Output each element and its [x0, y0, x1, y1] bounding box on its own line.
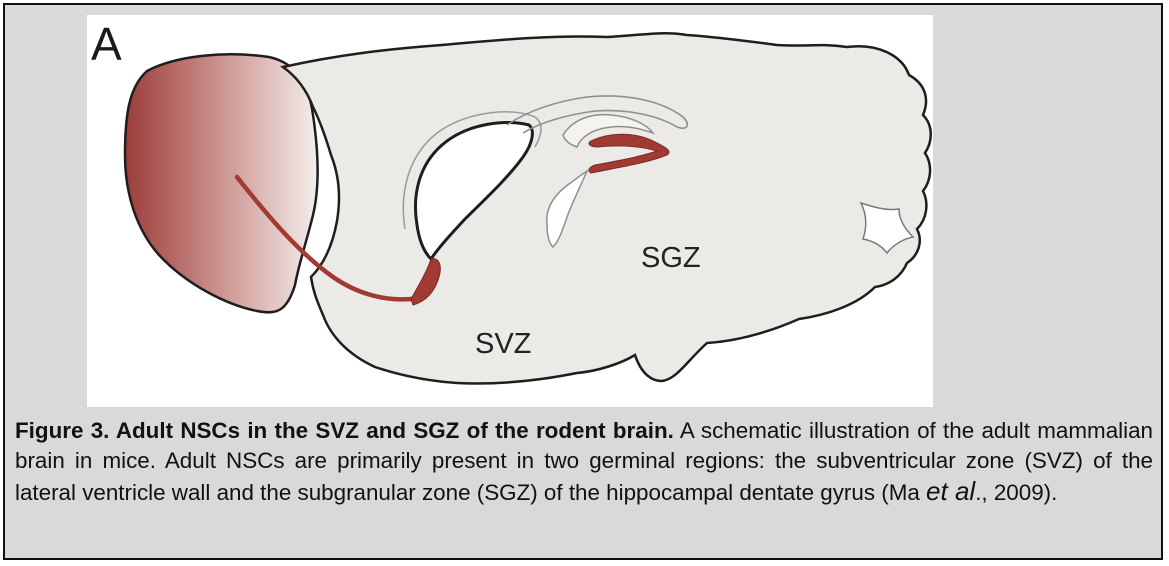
sgz-label: SGZ — [641, 244, 701, 273]
svz-label: SVZ — [475, 330, 531, 359]
caption-title: Figure 3. Adult NSCs in the SVZ and SGZ … — [15, 418, 674, 443]
figure-caption: Figure 3. Adult NSCs in the SVZ and SGZ … — [15, 416, 1153, 508]
olfactory-bulb — [125, 54, 318, 312]
brain-schematic-panel: A SGZ SVZ — [87, 15, 933, 407]
figure-box: A SGZ SVZ Figure 3. Adult NSCs in the SV… — [3, 3, 1163, 560]
brain-outline — [283, 33, 931, 383]
panel-letter: A — [91, 21, 122, 67]
caption-et-al: et al — [926, 476, 975, 506]
caption-body-end: ., 2009). — [975, 480, 1057, 505]
